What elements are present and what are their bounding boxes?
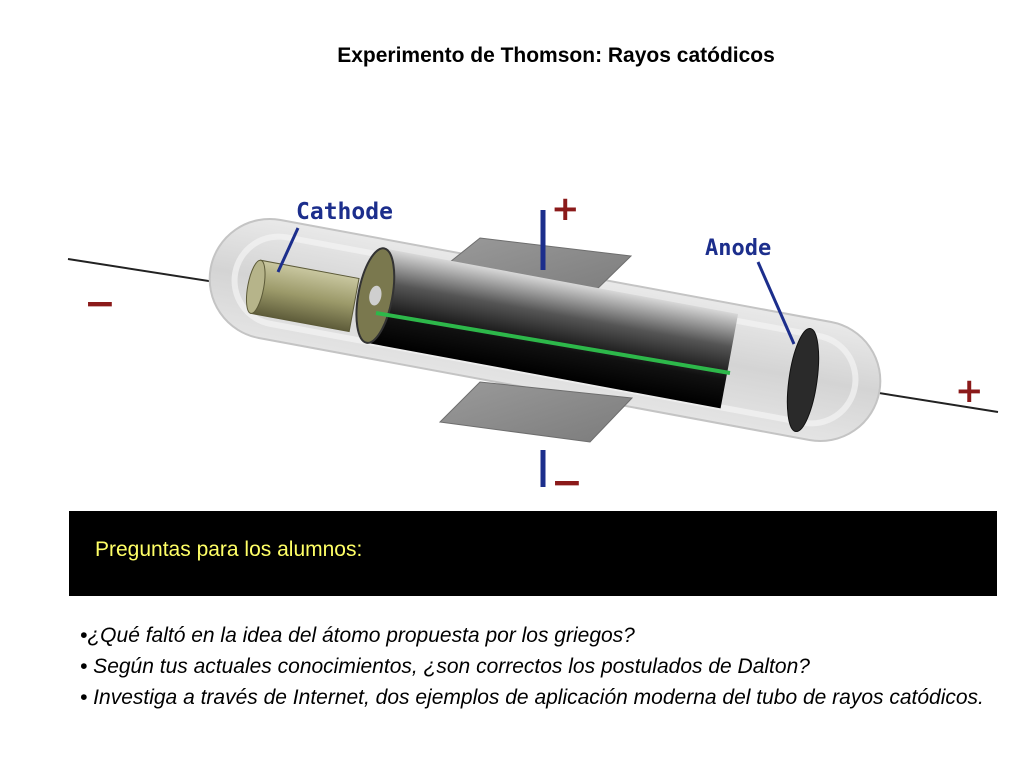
left-terminal-sign: − <box>84 281 116 325</box>
electron-beam <box>375 311 731 375</box>
questions-header: Preguntas para los alumnos: <box>95 538 363 561</box>
bottom-plate-sign: − <box>551 460 583 500</box>
top-plate-sign: + <box>551 189 580 229</box>
question-item: • Según tus actuales conocimientos, ¿son… <box>80 655 810 678</box>
acceleration-cylinder <box>355 247 739 409</box>
right-terminal-sign: + <box>955 371 984 411</box>
anode-pointer <box>756 261 796 345</box>
anode-disc <box>786 327 820 433</box>
cathode-ray-tube-diagram: Cathode Anode + − − + <box>67 189 999 500</box>
anode-label: Anode <box>705 236 771 261</box>
cathode-pointer <box>276 227 300 273</box>
question-list: •¿Qué faltó en la idea del átomo propues… <box>80 620 1000 713</box>
slide-title: Experimento de Thomson: Rayos catódicos <box>337 44 775 67</box>
cathode <box>245 259 360 333</box>
cathode-label: Cathode <box>296 199 393 225</box>
question-item: •¿Qué faltó en la idea del átomo propues… <box>80 624 635 647</box>
question-item: • Investiga a través de Internet, dos ej… <box>80 686 984 709</box>
bottom-deflection-plate <box>438 381 634 443</box>
questions-header-bar: Preguntas para los alumnos: <box>69 511 997 596</box>
